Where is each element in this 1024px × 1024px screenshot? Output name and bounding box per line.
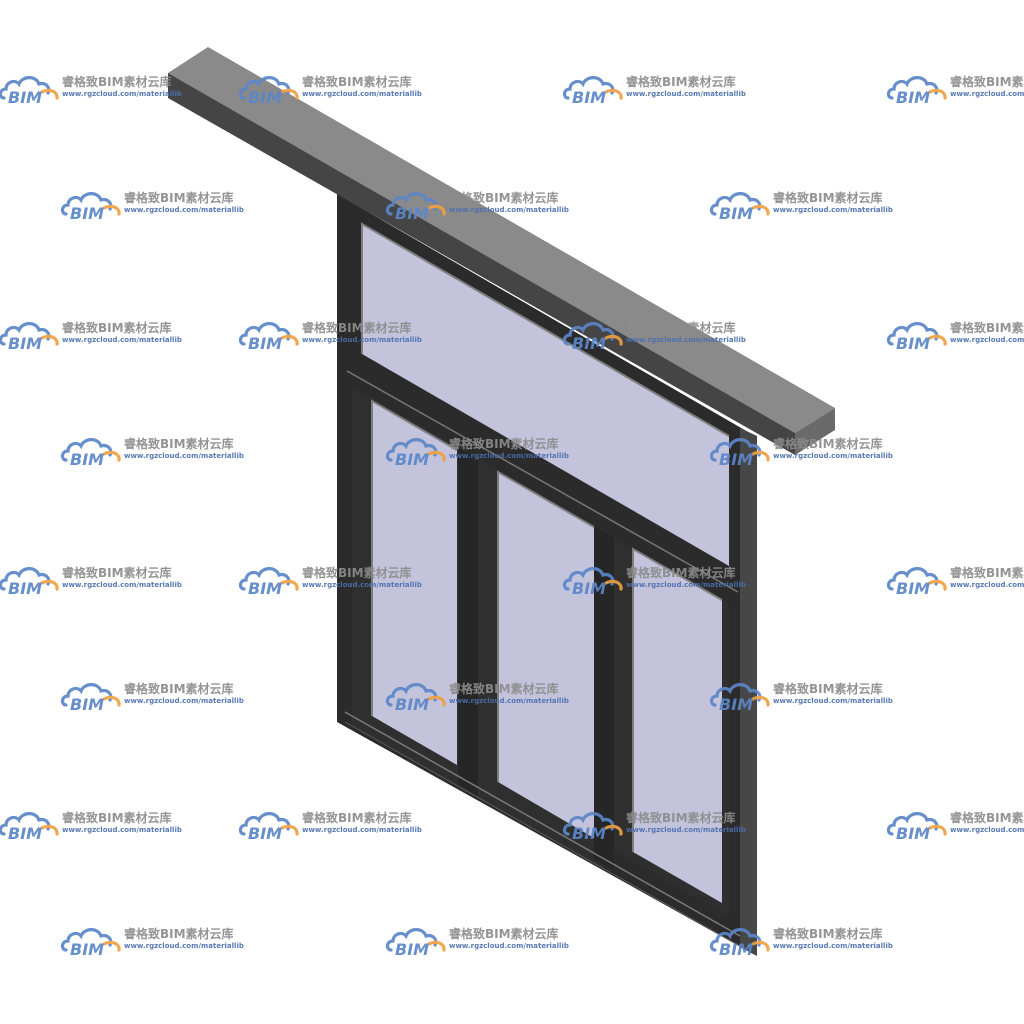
transom-glass [362, 224, 729, 566]
sill-edge-lower [344, 721, 741, 947]
lintel-beam [168, 47, 835, 455]
sash-middle-glass-edge [497, 470, 595, 782]
sash-right-glass [633, 549, 722, 903]
frame-side-face [740, 428, 757, 956]
lintel-front-face [168, 73, 795, 455]
sash-right-glass-edge [632, 547, 723, 852]
sash-left-glass [372, 401, 457, 765]
lintel-top-face [168, 47, 835, 433]
sash-right [612, 536, 729, 917]
sash-left-glass-edge [371, 399, 458, 716]
sash-middle-glass [498, 472, 594, 838]
transom-rail [345, 367, 740, 604]
mullion-right [594, 526, 614, 870]
sill [344, 711, 741, 947]
mullions [458, 448, 614, 870]
transom-rail-edge [346, 370, 739, 593]
lintel-end-face [795, 408, 835, 455]
sill-edge-upper [344, 711, 741, 937]
sash-middle [476, 457, 604, 870]
transom-pane [361, 222, 730, 566]
mullion-left [458, 448, 478, 796]
sash-left [352, 386, 466, 793]
transom-glass-highlight [361, 222, 730, 437]
